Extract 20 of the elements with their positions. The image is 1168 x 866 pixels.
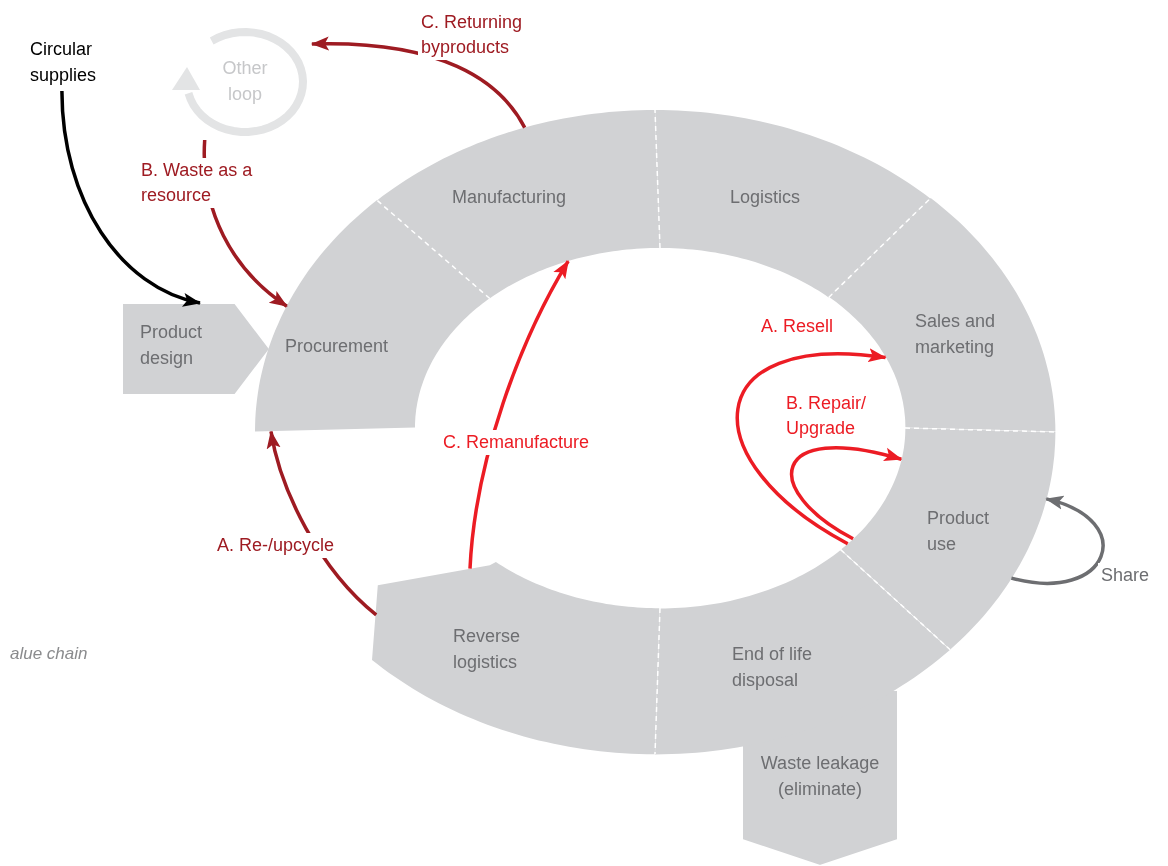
arrow	[310, 36, 527, 129]
node-label: Procurement	[285, 335, 390, 358]
arrow	[468, 260, 570, 569]
arrow	[60, 90, 201, 306]
arrow	[267, 430, 378, 617]
arrow	[736, 349, 887, 546]
node-label: Sales and marketing	[915, 310, 997, 359]
node-label: Waste leakage (eliminate)	[759, 752, 881, 801]
node-label: Manufacturing	[452, 186, 568, 209]
node-label: Reverse logistics	[453, 625, 521, 674]
arrow	[790, 446, 903, 541]
node-label: Other loop	[221, 57, 269, 106]
node-label: Circular supplies	[30, 38, 98, 87]
node-label: Product use	[927, 507, 991, 556]
node-label: End of life disposal	[732, 643, 814, 692]
node-label: Product design	[140, 321, 204, 370]
arrow	[202, 139, 288, 308]
node-label: Logistics	[730, 186, 802, 209]
arrow	[1011, 497, 1105, 585]
caption-text: alue chain	[10, 643, 88, 665]
